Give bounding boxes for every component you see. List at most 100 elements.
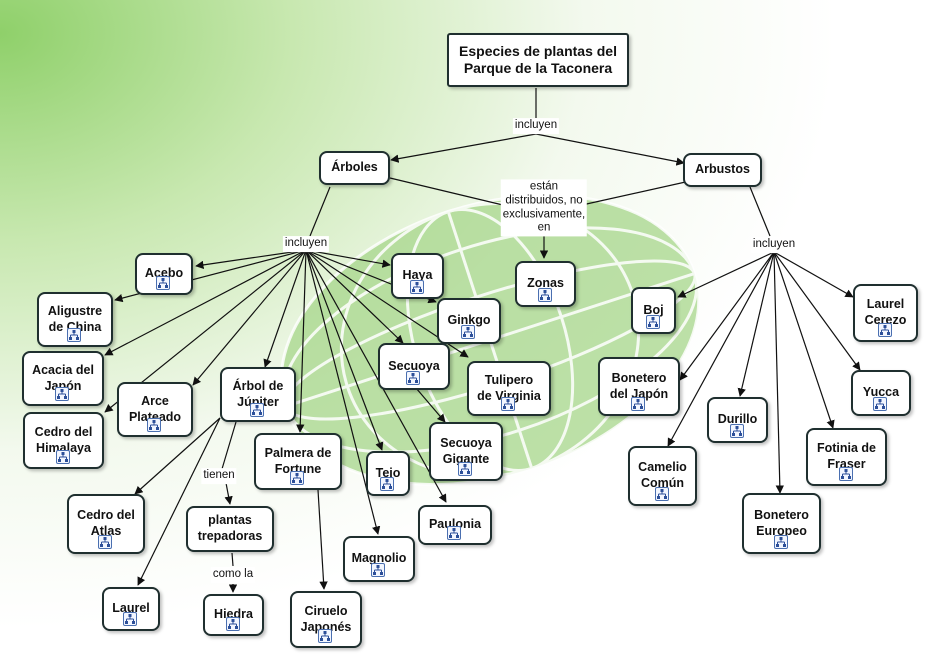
concept-durillo[interactable]: Durillo (707, 397, 768, 443)
concept-label: Tejo (375, 465, 401, 480)
concept-tejo[interactable]: Tejo (366, 451, 410, 496)
concept-label: Arbustos (695, 162, 750, 177)
concept-arboles[interactable]: Árboles (319, 151, 390, 185)
concept-label: Yucca (862, 385, 900, 400)
submap-icon[interactable] (838, 467, 853, 481)
linking-phrase-incluyen-arbustos: incluyen (750, 237, 798, 253)
concept-bonetero-europeo[interactable]: Bonetero Europeo (742, 493, 821, 554)
submap-icon[interactable] (877, 323, 892, 337)
concept-plantas-trepadoras[interactable]: plantas trepadoras (186, 506, 274, 552)
connector-arrow (317, 489, 328, 590)
connector-arrow (773, 251, 854, 298)
concept-secuoya[interactable]: Secuoya (378, 343, 450, 390)
connector-arrow (535, 133, 685, 166)
submap-icon[interactable] (67, 328, 81, 342)
connector-line (749, 186, 771, 237)
submap-icon[interactable] (318, 629, 332, 643)
linking-phrase-tienen: tienen (201, 468, 237, 484)
connector-line (221, 421, 237, 470)
submap-icon[interactable] (55, 387, 69, 401)
connector-arrow (137, 417, 221, 586)
concept-fotinia-de-fraser[interactable]: Fotinia de Fraser (806, 428, 887, 486)
concept-label: Ciruelo Japonés (300, 603, 352, 634)
connector-arrow (263, 249, 307, 368)
concept-zonas[interactable]: Zonas (515, 261, 576, 307)
linking-phrase-incluyen: incluyen (512, 118, 560, 134)
connector-arrow (773, 251, 835, 429)
concept-cedro-del-himalaya[interactable]: Cedro del Himalaya (23, 412, 104, 469)
concept-tulipero-de-virginia[interactable]: Tulipero de Virginia (467, 361, 551, 416)
connector-arrow (134, 417, 221, 495)
submap-icon[interactable] (290, 471, 304, 485)
submap-icon[interactable] (225, 617, 240, 631)
submap-icon[interactable] (873, 397, 887, 411)
concept-label: Durillo (717, 412, 758, 427)
connector-arrow (192, 249, 307, 386)
concept-arbol-de-jupiter[interactable]: Árbol de Júpiter (220, 367, 296, 422)
concept-ciruelo-japones[interactable]: Ciruelo Japonés (290, 591, 362, 648)
concept-acebo[interactable]: Acebo (135, 253, 193, 295)
submap-icon[interactable] (447, 526, 461, 540)
concept-label: Cedro del Himalaya (34, 424, 93, 455)
connector-arrow (390, 133, 537, 163)
submap-icon[interactable] (371, 563, 385, 577)
connector-arrow (305, 249, 447, 503)
concept-haya[interactable]: Haya (391, 253, 444, 299)
submap-icon[interactable] (147, 418, 161, 432)
submap-icon[interactable] (380, 477, 394, 491)
submap-icon[interactable] (156, 276, 170, 290)
submap-icon[interactable] (501, 397, 515, 411)
concept-cedro-del-atlas[interactable]: Cedro del Atlas (67, 494, 145, 554)
concept-acacia-del-japon[interactable]: Acacia del Japón (22, 351, 104, 406)
submap-icon[interactable] (645, 315, 660, 329)
submap-icon[interactable] (773, 535, 788, 549)
root-concept[interactable]: Especies de plantas del Parque de la Tac… (447, 33, 629, 87)
submap-icon[interactable] (409, 280, 424, 294)
concept-palmera-de-fortune[interactable]: Palmera de Fortune (254, 433, 342, 490)
concept-hiedra[interactable]: Hiedra (203, 594, 264, 636)
concept-paulonia[interactable]: Paulonia (418, 505, 492, 545)
concept-yucca[interactable]: Yucca (851, 370, 911, 416)
submap-icon[interactable] (631, 397, 645, 411)
submap-icon[interactable] (729, 424, 744, 438)
connector-arrow (104, 249, 307, 356)
concept-arce-plateado[interactable]: Arce Plateado (117, 382, 193, 437)
connector-arrow (305, 249, 384, 451)
concept-ginkgo[interactable]: Ginkgo (437, 298, 501, 344)
concept-label: Fotinia de Fraser (816, 441, 877, 471)
connector-arrow (679, 251, 775, 381)
root-concept-label: Especies de plantas del Parque de la Tac… (459, 42, 617, 77)
submap-icon[interactable] (98, 535, 112, 549)
concept-camelio-comun[interactable]: Camelio Común (628, 446, 697, 506)
submap-icon[interactable] (458, 462, 472, 476)
concept-label: Haya (402, 268, 433, 283)
concept-label: Árbol de Júpiter (232, 378, 284, 409)
submap-icon[interactable] (406, 371, 420, 385)
concept-label: Palmera de Fortune (264, 445, 332, 476)
concept-secuoya-gigante[interactable]: Secuoya Gigante (429, 422, 503, 481)
connector-line (231, 552, 234, 567)
concept-laurel[interactable]: Laurel (102, 587, 160, 631)
concept-label: Acebo (144, 266, 184, 281)
connector-line (389, 177, 508, 207)
concept-label: Magnolio (351, 551, 407, 566)
submap-icon[interactable] (461, 325, 475, 339)
concept-aligustre-de-china[interactable]: Aligustre de China (37, 292, 113, 347)
concept-label: Bonetero del Japón (609, 370, 669, 401)
concept-magnolio[interactable]: Magnolio (343, 536, 415, 582)
concept-label: Secuoya Gigante (440, 435, 492, 466)
concept-laurel-cerezo[interactable]: Laurel Cerezo (853, 284, 918, 342)
concept-label: Arce Plateado (128, 393, 182, 424)
submap-icon[interactable] (250, 403, 264, 417)
submap-icon[interactable] (123, 612, 137, 626)
submap-icon[interactable] (537, 288, 552, 302)
submap-icon[interactable] (55, 450, 70, 464)
connector-arrow (773, 251, 861, 371)
connector-arrow (305, 249, 404, 344)
concept-arbustos[interactable]: Arbustos (683, 153, 762, 187)
submap-icon[interactable] (654, 487, 669, 501)
concept-bonetero-del-japon[interactable]: Bonetero del Japón (598, 357, 680, 416)
connector-arrow (677, 251, 775, 298)
concept-boj[interactable]: Boj (631, 287, 676, 334)
